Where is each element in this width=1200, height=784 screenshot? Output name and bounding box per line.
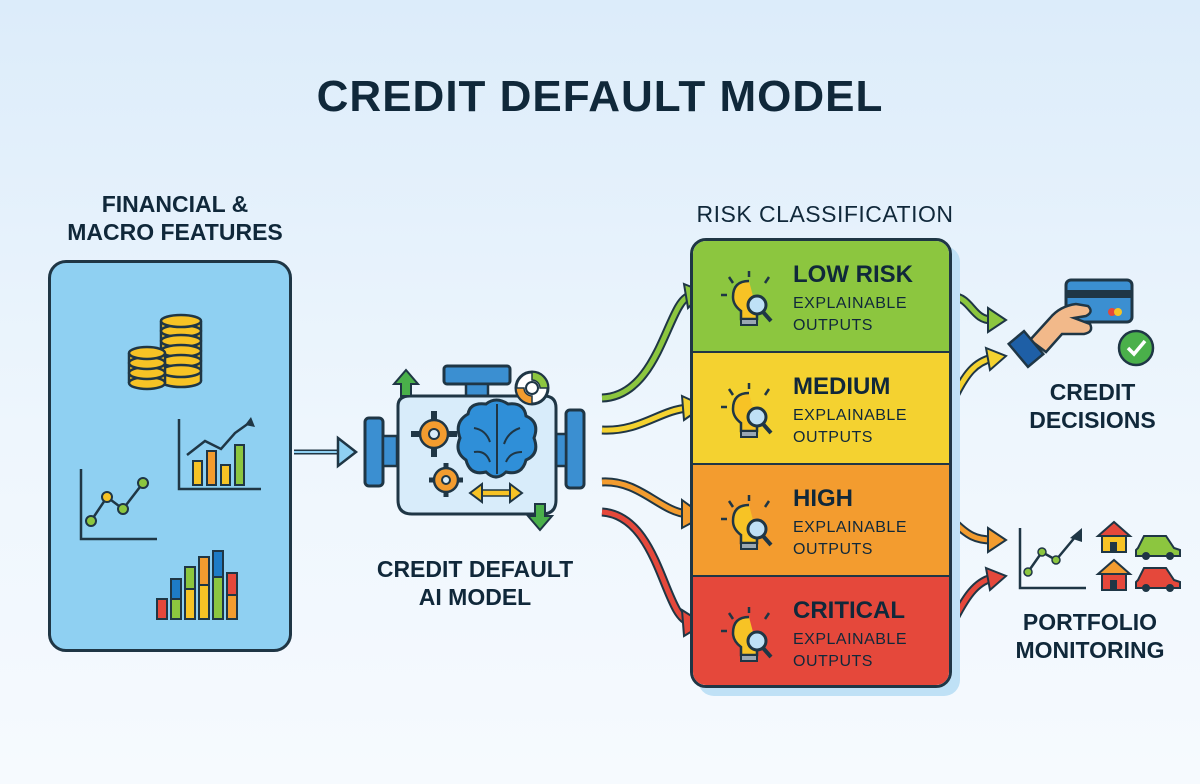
check-icon	[1117, 329, 1155, 367]
lightbulb-icon	[721, 607, 773, 662]
arrow-to-medium	[601, 394, 707, 435]
risk-level-name: CRITICAL	[793, 597, 905, 624]
model-label: CREDIT DEFAULT AI MODEL	[376, 556, 574, 611]
magnifier-icon	[746, 630, 768, 652]
target-icon	[514, 370, 550, 406]
lightbulb-icon	[721, 383, 773, 438]
risk-level-sub: EXPLAINABLE OUTPUTS	[793, 295, 907, 334]
magnifier-icon	[746, 406, 768, 428]
magnifier-icon	[746, 518, 768, 540]
risk-band-critical: CRITICAL EXPLAINABLE OUTPUTS	[693, 577, 949, 685]
magnifier-icon	[746, 294, 768, 316]
gear-icon	[411, 411, 457, 457]
features-panel	[48, 260, 292, 652]
features-label: FINANCIAL & MACRO FEATURES	[67, 191, 283, 246]
portfolio-chart-icon	[1018, 528, 1086, 590]
lightbulb-icon	[721, 271, 773, 326]
car-icon-2	[1135, 567, 1181, 592]
arrow-to-high	[601, 477, 706, 530]
risk-level-name: MEDIUM	[793, 373, 891, 400]
risk-level-sub: EXPLAINABLE OUTPUTS	[793, 519, 907, 558]
arrow-features-to-model	[294, 435, 359, 469]
coins-icon	[127, 313, 203, 391]
risk-level-sub: EXPLAINABLE OUTPUTS	[793, 631, 907, 670]
bar-chart-icon	[156, 550, 238, 620]
hand-icon	[1006, 302, 1093, 369]
up-arrow-icon	[391, 368, 421, 397]
house-icon-2	[1095, 558, 1133, 591]
arrow-high-to-portfolio	[948, 516, 1008, 554]
house-icon	[1095, 520, 1133, 553]
arrow-low-to-credit	[950, 291, 1008, 334]
arrow-medium-to-credit	[947, 346, 1008, 404]
diagram-title: CREDIT DEFAULT MODEL	[316, 72, 884, 121]
risk-band-high: HIGH EXPLAINABLE OUTPUTS	[693, 465, 949, 577]
risk-classification-label: RISK CLASSIFICATION	[696, 201, 954, 227]
arrow-to-low-risk	[601, 282, 706, 403]
car-icon	[1135, 535, 1181, 560]
down-arrow-icon	[525, 503, 555, 532]
bar-line-chart-icon	[177, 417, 261, 491]
risk-level-name: LOW RISK	[793, 261, 913, 288]
lightbulb-icon	[721, 495, 773, 550]
arrow-to-critical	[601, 507, 706, 638]
risk-classification-panel: LOW RISK EXPLAINABLE OUTPUTS MEDIUM EXPL…	[690, 238, 952, 688]
arrow-critical-to-portfolio	[947, 566, 1008, 627]
risk-level-name: HIGH	[793, 485, 853, 512]
portfolio-monitoring-label: PORTFOLIO MONITORING	[1015, 609, 1165, 664]
gear-icon-small	[429, 463, 463, 497]
risk-band-medium: MEDIUM EXPLAINABLE OUTPUTS	[693, 353, 949, 465]
line-chart-icon	[79, 469, 157, 541]
risk-band-low: LOW RISK EXPLAINABLE OUTPUTS	[693, 241, 949, 353]
brain-icon	[456, 398, 538, 479]
double-arrow-icon	[468, 482, 524, 504]
credit-decisions-label: CREDIT DECISIONS	[1029, 379, 1156, 434]
risk-level-sub: EXPLAINABLE OUTPUTS	[793, 407, 907, 446]
